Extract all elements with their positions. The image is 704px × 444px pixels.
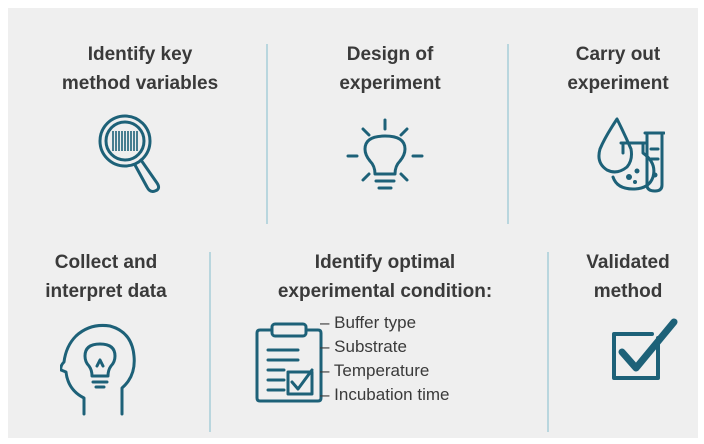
step-title-line2: experiment [567,73,669,94]
clipboard-checklist-icon [255,322,323,403]
list-item: – Buffer type [320,313,417,332]
step-title-line1: Design of [346,44,434,65]
step-title-line2: method [593,281,663,302]
step-title-line1: Collect and [54,252,158,273]
step-design-experiment: Design of experiment [290,40,490,98]
workflow-panel [8,8,698,438]
step-title-line1: Validated [586,252,670,273]
step-title-line2: method variables [61,73,219,94]
step-title-line1: Carry out [575,44,661,65]
step-title-line1: Identify key [87,44,193,65]
conditions-list: – Buffer type – Substrate – Temperature … [320,311,449,407]
lightbulb-idea-icon [346,118,424,190]
step-identify-optimal-condition: Identify optimal experimental condition: [235,248,535,306]
step-collect-data: Collect and interpret data [16,248,196,306]
lab-flask-drop-icon [597,117,665,193]
divider [209,252,211,432]
list-item: – Substrate [320,337,407,356]
step-validated-method: Validated method [548,248,704,306]
step-title-line2: experimental condition: [277,281,493,302]
divider [266,44,268,224]
magnifier-barcode-icon [98,114,161,193]
step-identify-variables: Identify key method variables [40,40,240,98]
list-item: – Incubation time [320,385,450,404]
checkbox-checked-icon [612,318,678,380]
divider [547,252,549,432]
step-carry-out-experiment: Carry out experiment [528,40,704,98]
step-title-line1: Identify optimal [314,252,456,273]
list-item: – Temperature [320,361,430,380]
divider [507,44,509,224]
head-lightbulb-icon [60,324,136,416]
step-title-line2: experiment [339,73,441,94]
step-title-line2: interpret data [45,281,167,302]
